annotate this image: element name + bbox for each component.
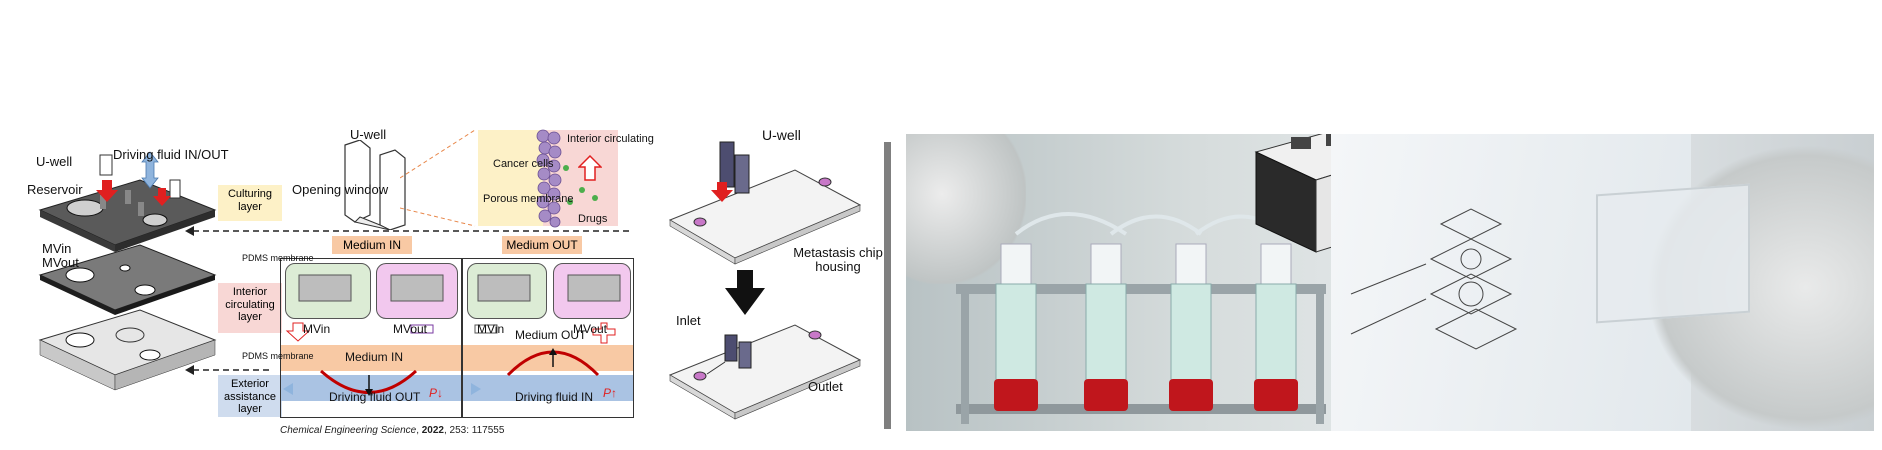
medium-out-panel: MVin MVout Medium OUT Driving fluid IN P… [462,258,634,418]
pressure-down-label: P↓ [429,386,444,400]
medium-out-panel-mv-out: MVout [573,322,608,336]
driving-fluid-in-band [463,375,633,401]
u-well-detail-title: U-well [350,127,387,142]
medium-in-panel-mv-in: MVin [303,322,331,336]
reference-year: 2022 [421,425,444,436]
cancer-cells-column [536,129,562,228]
cancer-cells-label: Cancer cells [493,158,554,170]
medium-in-membrane-curve [283,274,444,396]
mv-out-label: MVout [42,255,79,270]
interior-circulating-label: Interior circulating [567,133,654,145]
medium-in-panel: MVin MVout Medium IN Driving fluid OUT P… [280,258,462,418]
interior-up-arrow-icon [578,155,602,181]
reagent-bottles [994,212,1298,411]
panel-divider [884,142,891,429]
culturing-layer-label: Culturing layer [218,185,282,221]
rack-bottom-bar [956,404,1326,414]
housing-label: Metastasis chip housing [793,245,883,275]
mv-in-label: MVin [42,241,72,256]
medium-in-header: Medium IN [332,236,412,254]
exterior-layer-label: Exterior assistance layer [218,375,282,417]
u-well-detail-illustration [344,140,406,230]
drugs-label: Drugs [578,213,608,225]
medium-out-text: Medium OUT [515,328,587,342]
cells-inset-culturing-bg [478,130,543,226]
driving-fluid-out-text: Driving fluid OUT [329,390,421,404]
exterior-divider [185,365,273,375]
zoom-lines [400,129,476,227]
driving-fluid-in-text: Driving fluid IN [515,390,594,404]
medium-in-text: Medium IN [345,350,404,364]
driving-fluid-label: Driving fluid IN/OUT [113,147,229,162]
medium-out-membrane-curve [471,274,621,395]
medium-out-panel-mv-in: MVin [477,322,505,336]
housing-illustration [668,141,862,420]
medium-out-header: Medium OUT [502,236,582,254]
reference-rest: , 253: 117555 [444,425,505,436]
opening-window-label: Opening window [292,182,389,197]
rack-top-bar [956,284,1326,294]
exploded-chip-illustration [38,151,217,391]
u-well-housing-label: U-well [762,127,801,143]
reservoir-label: Reservoir [27,182,83,197]
pdms-membrane-top-label: PDMS membrane [242,253,314,263]
outlet-label: Outlet [808,379,843,394]
medium-in-band [281,345,461,371]
medium-in-panel-mv-out: MVout [393,322,428,336]
driving-fluid-band [281,375,461,401]
pdms-membrane-bottom-label: PDMS membrane [242,351,314,361]
lab-photo [906,134,1874,431]
reference-citation: Chemical Engineering Science, 2022, 253:… [280,425,505,436]
held-chip-device [1596,183,1750,324]
porous-membrane-label: Porous membrane [483,193,574,205]
rack-left-post [961,284,969,424]
interior-layer-label: Interior circulating layer [218,283,282,333]
culturing-divider [185,226,633,236]
pressure-up-label: P↑ [603,386,618,400]
rack-right-post [1316,284,1324,424]
reference-journal: Chemical Engineering Science [280,425,417,436]
inlet-label: Inlet [676,313,701,328]
u-well-label: U-well [36,154,73,169]
medium-out-band [463,345,633,371]
